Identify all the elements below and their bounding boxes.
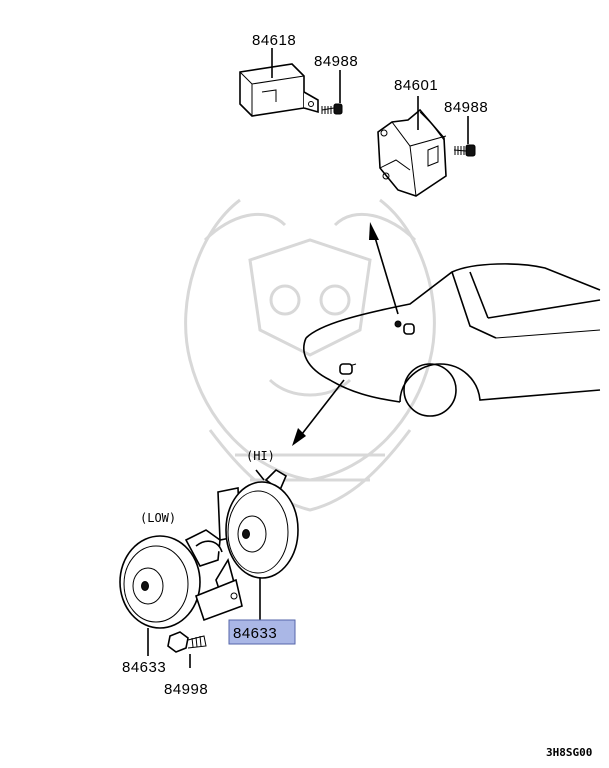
highlight-84633 [228,619,296,645]
relay-84618[interactable] [239,63,319,117]
label-horn-low-tag: (LOW) [140,511,176,525]
screw-84988-bracket[interactable] [453,144,476,157]
bolt-84998[interactable] [167,631,207,653]
label-bolt: 84998 [164,681,208,698]
bracket-84601[interactable] [377,108,447,197]
screw-84988-relay[interactable] [321,103,343,115]
label-screw-bracket: 84988 [444,99,488,116]
arrow-to-horns [292,379,345,446]
label-horn-hi-part[interactable]: 84633 [233,625,277,642]
arrow-to-relay-location [369,222,399,315]
car-body [303,263,601,417]
horn-low[interactable] [119,529,243,629]
leader-horn-hi-tag [255,469,265,481]
label-horn-hi-tag: (HI) [246,449,275,463]
label-horn-low-part: 84633 [122,659,166,676]
watermark-emblem [184,198,436,512]
label-screw-relay: 84988 [314,53,358,70]
label-relay: 84618 [252,32,296,49]
label-bracket: 84601 [394,77,438,94]
diagram-code: 3H8SG00 [546,746,592,759]
